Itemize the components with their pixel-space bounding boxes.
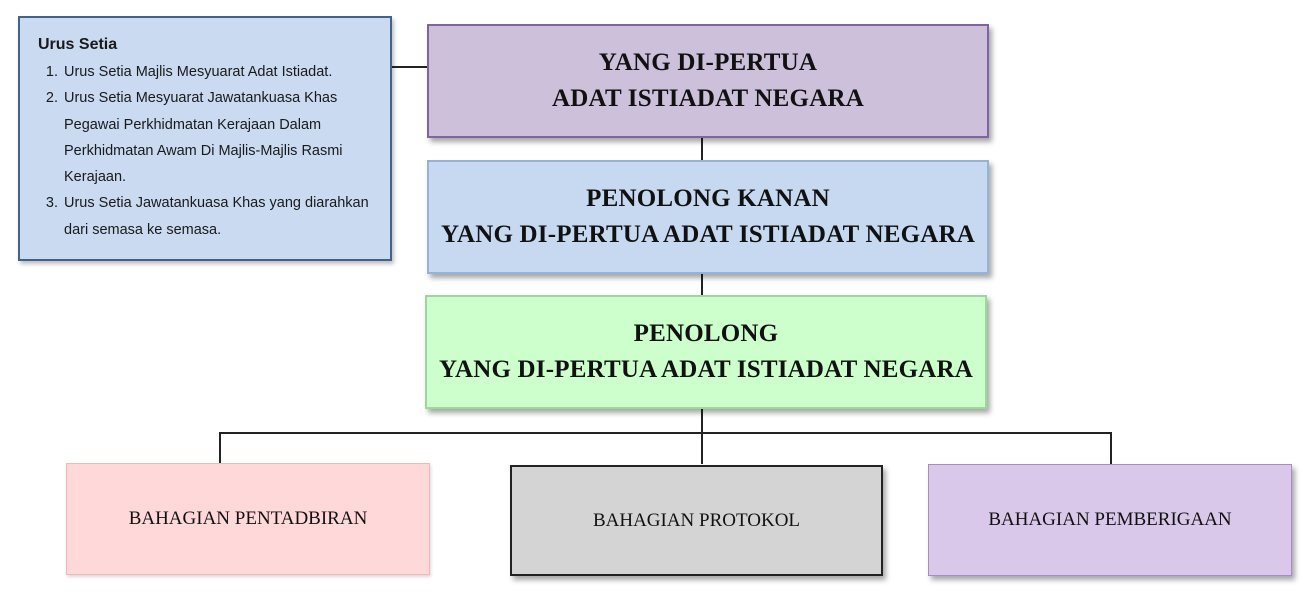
connector-top-deputy xyxy=(701,137,703,161)
division-honours-label: BAHAGIAN PEMBERIGAAN xyxy=(988,509,1232,530)
deputy-title-line1: PENOLONG KANAN xyxy=(586,185,830,212)
secretariat-list: Urus Setia Majlis Mesyuarat Adat Istiada… xyxy=(38,59,380,243)
division-protocol-box: BAHAGIAN PROTOKOL xyxy=(510,465,883,576)
secretariat-item: Urus Setia Jawatankuasa Khas yang diarah… xyxy=(62,190,380,243)
connector-deputy-assistant xyxy=(701,273,703,296)
division-protocol-label: BAHAGIAN PROTOKOL xyxy=(592,509,801,531)
top-leader-box: YANG DI-PERTUA ADAT ISTIADAT NEGARA xyxy=(427,24,989,138)
connector-assistant-bus xyxy=(701,408,703,464)
division-honours-box: BAHAGIAN PEMBERIGAAN xyxy=(928,464,1292,576)
assistant-title-line2: YANG DI-PERTUA ADAT ISTIADAT NEGARA xyxy=(438,356,973,383)
deputy-title-line2: YANG DI-PERTUA ADAT ISTIADAT NEGARA xyxy=(440,221,975,248)
top-leader-title-line1: YANG DI-PERTUA xyxy=(598,49,818,76)
secretariat-item: Urus Setia Mesyuarat Jawatankuasa Khas P… xyxy=(62,85,380,190)
deputy-box: PENOLONG KANAN YANG DI-PERTUA ADAT ISTIA… xyxy=(427,160,989,274)
secretariat-heading: Urus Setia xyxy=(38,36,118,53)
connector-secretariat xyxy=(392,66,428,68)
connector-horizontal-bus xyxy=(219,432,1112,434)
assistant-title-line1: PENOLONG xyxy=(633,320,779,347)
assistant-box: PENOLONG YANG DI-PERTUA ADAT ISTIADAT NE… xyxy=(425,295,987,409)
connector-division-left xyxy=(219,432,221,464)
division-administration-label: BAHAGIAN PENTADBIRAN xyxy=(128,508,368,529)
division-administration-box: BAHAGIAN PENTADBIRAN xyxy=(66,463,430,575)
connector-division-right xyxy=(1110,432,1112,464)
top-leader-title-line2: ADAT ISTIADAT NEGARA xyxy=(552,85,864,112)
secretariat-box: Urus Setia Urus Setia Majlis Mesyuarat A… xyxy=(18,16,392,261)
secretariat-item: Urus Setia Majlis Mesyuarat Adat Istiada… xyxy=(62,59,380,85)
